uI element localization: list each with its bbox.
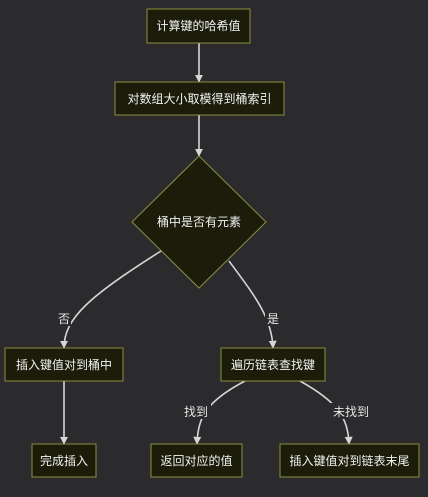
- node-append-tail: 插入键值对到链表末尾: [279, 443, 420, 478]
- svg-text:插入键值对到链表末尾: 插入键值对到链表末尾: [289, 453, 409, 468]
- svg-text:完成插入: 完成插入: [40, 453, 88, 468]
- svg-text:是: 是: [267, 312, 279, 326]
- node-has-element-decision: 桶中是否有元素: [131, 155, 267, 289]
- edge-decision-no: [60, 250, 162, 349]
- svg-text:桶中是否有元素: 桶中是否有元素: [157, 214, 241, 229]
- edge-decision-yes: [228, 260, 277, 349]
- svg-text:返回对应的值: 返回对应的值: [160, 453, 232, 468]
- svg-text:对数组大小取模得到桶索引: 对数组大小取模得到桶索引: [127, 91, 271, 106]
- node-insert-done: 完成插入: [31, 443, 97, 478]
- svg-text:遍历链表查找键: 遍历链表查找键: [231, 357, 315, 372]
- svg-text:计算键的哈希值: 计算键的哈希值: [156, 18, 240, 33]
- svg-text:否: 否: [58, 312, 70, 326]
- node-bucket-index: 对数组大小取模得到桶索引: [114, 81, 285, 116]
- svg-text:找到: 找到: [184, 405, 208, 419]
- svg-text:未找到: 未找到: [333, 405, 369, 419]
- node-compute-hash: 计算键的哈希值: [146, 8, 251, 44]
- edge-label-no: 否: [57, 310, 71, 326]
- edge-label-yes: 是: [265, 310, 281, 326]
- edge-label-not-found: 未找到: [330, 403, 372, 419]
- node-return-value: 返回对应的值: [150, 443, 243, 478]
- node-traverse-list: 遍历链表查找键: [220, 347, 326, 382]
- node-insert-pair: 插入键值对到桶中: [4, 347, 124, 382]
- svg-text:插入键值对到桶中: 插入键值对到桶中: [16, 357, 112, 372]
- edge-label-found: 找到: [181, 403, 211, 419]
